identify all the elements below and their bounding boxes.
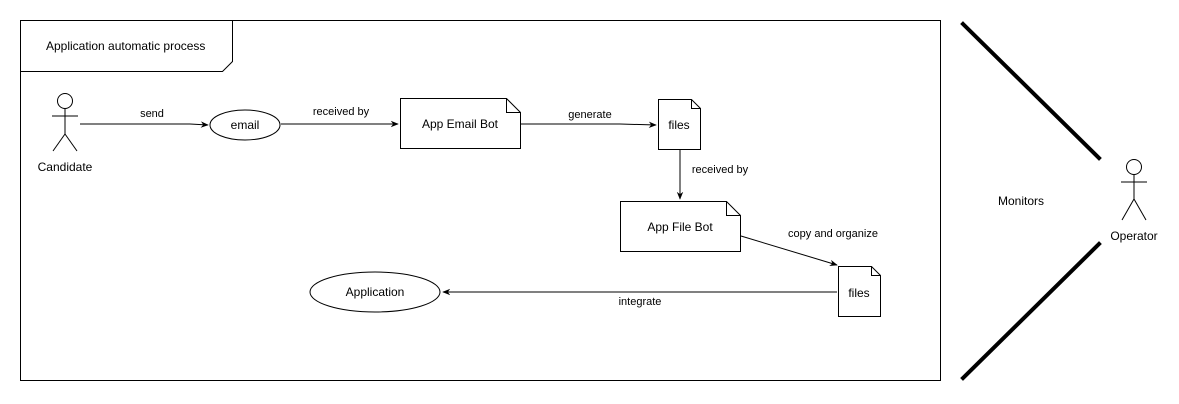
files-2-label: files bbox=[848, 286, 869, 300]
edge-received-by-1-label: received by bbox=[313, 106, 370, 118]
application-label: Application bbox=[346, 285, 405, 299]
files-2-node[interactable] bbox=[838, 266, 881, 317]
email-node[interactable] bbox=[209, 109, 281, 141]
app-email-bot-fold bbox=[506, 98, 521, 113]
edge-copy-and-organize-label: copy and organize bbox=[788, 228, 878, 240]
frame-title: Application automatic process bbox=[46, 39, 205, 53]
operator-actor[interactable] bbox=[1121, 159, 1147, 221]
files-1-fold bbox=[691, 99, 701, 109]
email-label: email bbox=[231, 118, 260, 132]
app-email-bot-label: App Email Bot bbox=[422, 117, 499, 131]
candidate-label: Candidate bbox=[38, 160, 93, 174]
edge-generate bbox=[521, 121, 657, 128]
process-frame bbox=[20, 20, 941, 381]
application-node[interactable] bbox=[309, 271, 441, 313]
files-1-label: files bbox=[668, 118, 689, 132]
files-1-node[interactable] bbox=[658, 99, 701, 150]
monitors-label: Monitors bbox=[998, 194, 1044, 208]
operator-label: Operator bbox=[1110, 229, 1157, 243]
edge-copy-and-organize bbox=[740, 235, 838, 266]
app-email-bot-node[interactable] bbox=[400, 98, 521, 149]
app-file-bot-fold bbox=[726, 201, 741, 216]
edge-generate-label: generate bbox=[568, 109, 611, 121]
edge-received-by-2-label: received by bbox=[692, 164, 749, 176]
app-file-bot-node[interactable] bbox=[620, 201, 741, 252]
edge-send bbox=[80, 121, 209, 128]
app-file-bot-label: App File Bot bbox=[647, 220, 713, 234]
edge-send-label: send bbox=[140, 108, 164, 120]
candidate-actor[interactable] bbox=[52, 93, 78, 152]
monitors-connector bbox=[960, 21, 1102, 381]
edge-integrate-label: integrate bbox=[619, 296, 662, 308]
files-2-fold bbox=[871, 266, 881, 276]
